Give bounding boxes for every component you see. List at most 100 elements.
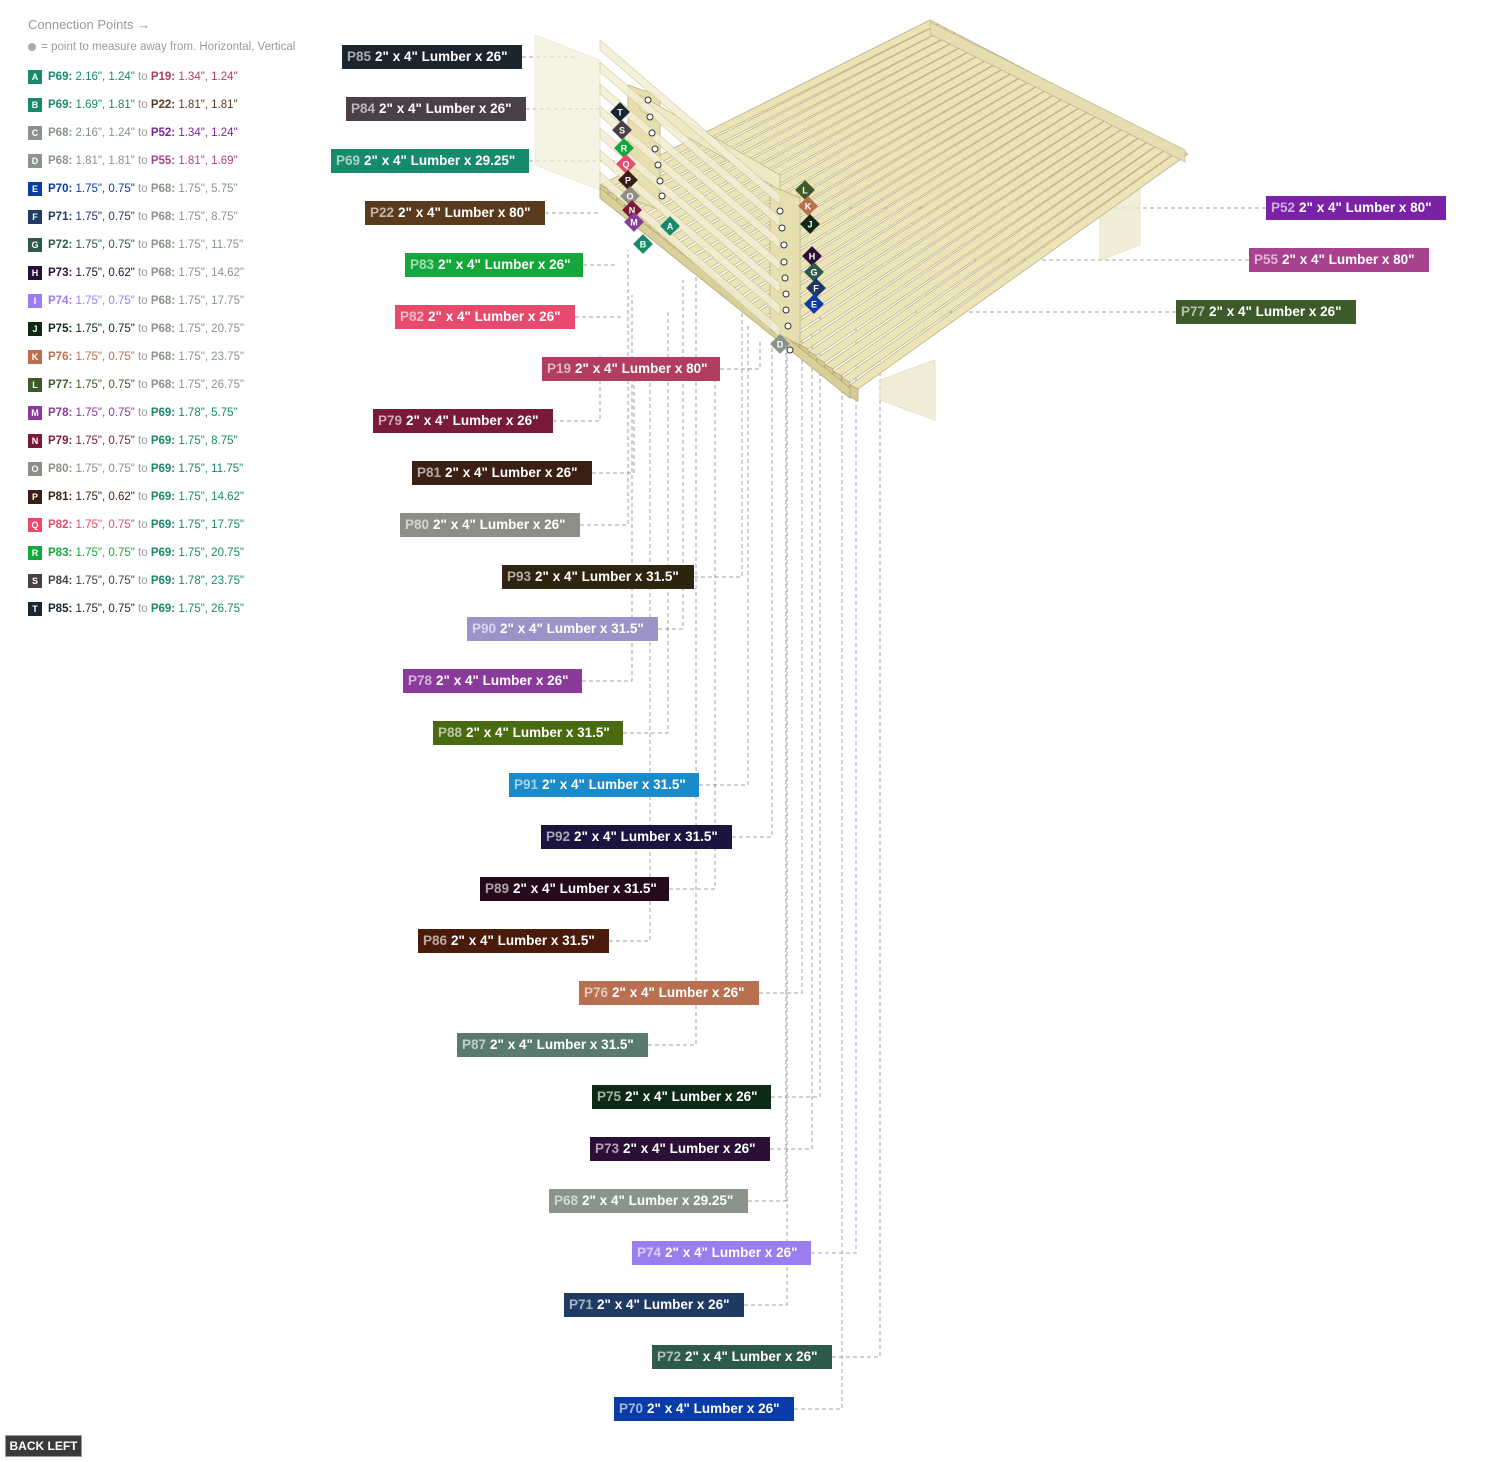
to-measure: 1.75", 14.62" [178, 491, 245, 503]
part-id: P80 [405, 517, 430, 532]
part-description: 2" x 4" Lumber x 26" [428, 309, 561, 324]
leader-lines [522, 56, 1266, 1410]
part-id: P69 [336, 153, 361, 168]
stacked-board [599, 83, 781, 250]
to-word: to [138, 211, 148, 223]
stacked-board [599, 39, 781, 206]
leader-line-p74 [811, 325, 857, 1254]
connection-letter-badge: F [28, 210, 42, 224]
from-part-id: P74: [48, 295, 73, 307]
from-measure: 1.75", 0.75" [75, 519, 135, 531]
from-measure: 1.75", 0.75" [75, 323, 135, 335]
leader-line-p73 [770, 295, 813, 1150]
connection-badge-letter: P [625, 176, 631, 186]
connection-badge-letter: G [810, 268, 817, 278]
connection-letter-badge: R [28, 546, 42, 560]
from-measure: 1.75", 0.75" [75, 379, 135, 391]
from-part-id: P82: [48, 519, 73, 531]
from-measure: 1.75", 0.62" [75, 267, 135, 279]
to-part-id: P19: [150, 71, 176, 83]
stacked-board [599, 127, 781, 294]
connection-letter-badge: Q [28, 518, 42, 532]
from-measure: 1.75", 0.75" [75, 463, 135, 475]
from-measure: 1.75", 0.75" [75, 183, 135, 195]
connection-badge-letter: K [805, 202, 812, 212]
part-id: P77 [1181, 304, 1206, 319]
connection-badge-letter: H [809, 252, 816, 262]
part-description: 2" x 4" Lumber x 26" [647, 1401, 780, 1416]
to-word: to [138, 435, 148, 447]
connection-letter-badge: T [28, 602, 42, 616]
from-part-id: P79: [48, 435, 73, 447]
to-word: to [138, 239, 148, 251]
part-id: P73 [595, 1141, 620, 1156]
from-measure: 1.75", 0.75" [75, 435, 135, 447]
connection-badge-letter: B [640, 240, 647, 250]
connection-badge-letter: R [621, 144, 628, 154]
part-description: 2" x 4" Lumber x 26" [597, 1297, 730, 1312]
part-id: P68 [554, 1193, 579, 1208]
measure-point-dot [784, 322, 792, 330]
from-part-id: P77: [48, 379, 73, 391]
leader-line-p71 [744, 340, 788, 1306]
connection-badge-letter: F [813, 284, 819, 294]
to-word: to [138, 323, 148, 335]
part-description: 2" x 4" Lumber x 26" [445, 465, 578, 480]
to-part-id: P68: [150, 351, 176, 363]
to-measure: 1.75", 14.62" [178, 267, 245, 279]
leader-line-p75 [771, 280, 821, 1098]
front-right-leg [879, 359, 936, 421]
to-word: to [138, 379, 148, 391]
to-word: to [138, 183, 148, 195]
connection-letter-badge: A [28, 70, 42, 84]
to-part-id: P69: [150, 603, 176, 615]
to-measure: 1.81", 1.69" [178, 155, 238, 167]
part-description: 2" x 4" Lumber x 26" [625, 1089, 758, 1104]
leader-line-p87 [648, 265, 697, 1046]
from-part-id: P83: [48, 547, 73, 559]
measure-point-dot [782, 306, 790, 314]
back-left-button[interactable]: BACK LEFT [5, 1435, 82, 1457]
from-part-id: P75: [48, 323, 73, 335]
measure-point-dot [658, 192, 666, 200]
leader-line-p76 [759, 250, 803, 994]
to-measure: 1.75", 8.75" [178, 435, 238, 447]
connection-points-title: Connection Points → [28, 17, 151, 32]
